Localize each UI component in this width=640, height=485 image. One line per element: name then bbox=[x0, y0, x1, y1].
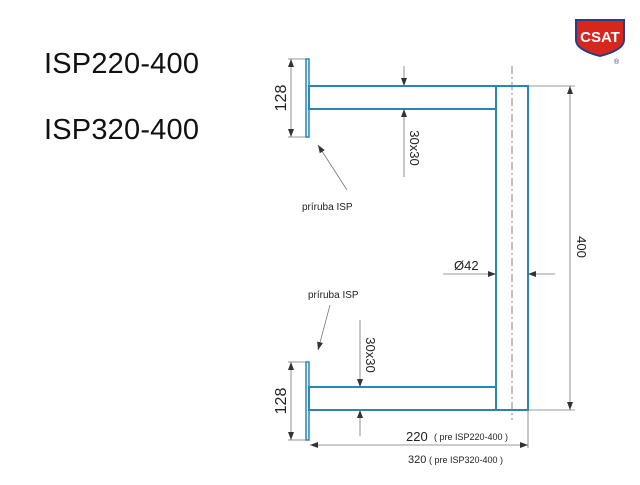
svg-text:( pre ISP220-400 ): ( pre ISP220-400 ) bbox=[434, 432, 508, 442]
vertical-pipe bbox=[495, 85, 529, 411]
dimension-128-top: 128 bbox=[273, 58, 306, 138]
svg-text:príruba ISP: príruba ISP bbox=[308, 290, 359, 301]
dimension-128-bottom: 128 bbox=[273, 361, 306, 441]
logo-text: CSAT bbox=[580, 29, 620, 46]
svg-text:220: 220 bbox=[406, 429, 428, 444]
flange-label-bottom: príruba ISP bbox=[308, 290, 359, 351]
dimension-30x30-top: 30x30 bbox=[401, 66, 422, 177]
svg-text:30x30: 30x30 bbox=[363, 337, 378, 372]
product-title-1: ISP220-400 bbox=[44, 48, 200, 80]
svg-text:128: 128 bbox=[273, 85, 290, 112]
dimension-length: 220 ( pre ISP220-400 ) 320 ( pre ISP320-… bbox=[310, 410, 529, 466]
dimension-400: 400 bbox=[528, 85, 589, 411]
product-title-2: ISP320-400 bbox=[44, 114, 200, 146]
svg-text:320: 320 bbox=[408, 454, 426, 466]
top-arm bbox=[308, 85, 497, 110]
svg-text:128: 128 bbox=[273, 388, 290, 415]
csat-logo: CSAT ® bbox=[575, 19, 625, 66]
svg-text:400: 400 bbox=[574, 236, 589, 258]
svg-text:30x30: 30x30 bbox=[407, 130, 422, 165]
svg-text:( pre ISP320-400 ): ( pre ISP320-400 ) bbox=[429, 455, 503, 465]
dimension-diameter: Ø42 bbox=[443, 258, 555, 277]
dimension-30x30-bottom: 30x30 bbox=[357, 320, 378, 436]
flange-label-top: príruba ISP bbox=[302, 144, 353, 213]
registered-mark: ® bbox=[614, 58, 620, 66]
svg-text:príruba ISP: príruba ISP bbox=[302, 202, 353, 213]
bottom-arm bbox=[308, 386, 497, 411]
svg-text:Ø42: Ø42 bbox=[454, 258, 479, 273]
